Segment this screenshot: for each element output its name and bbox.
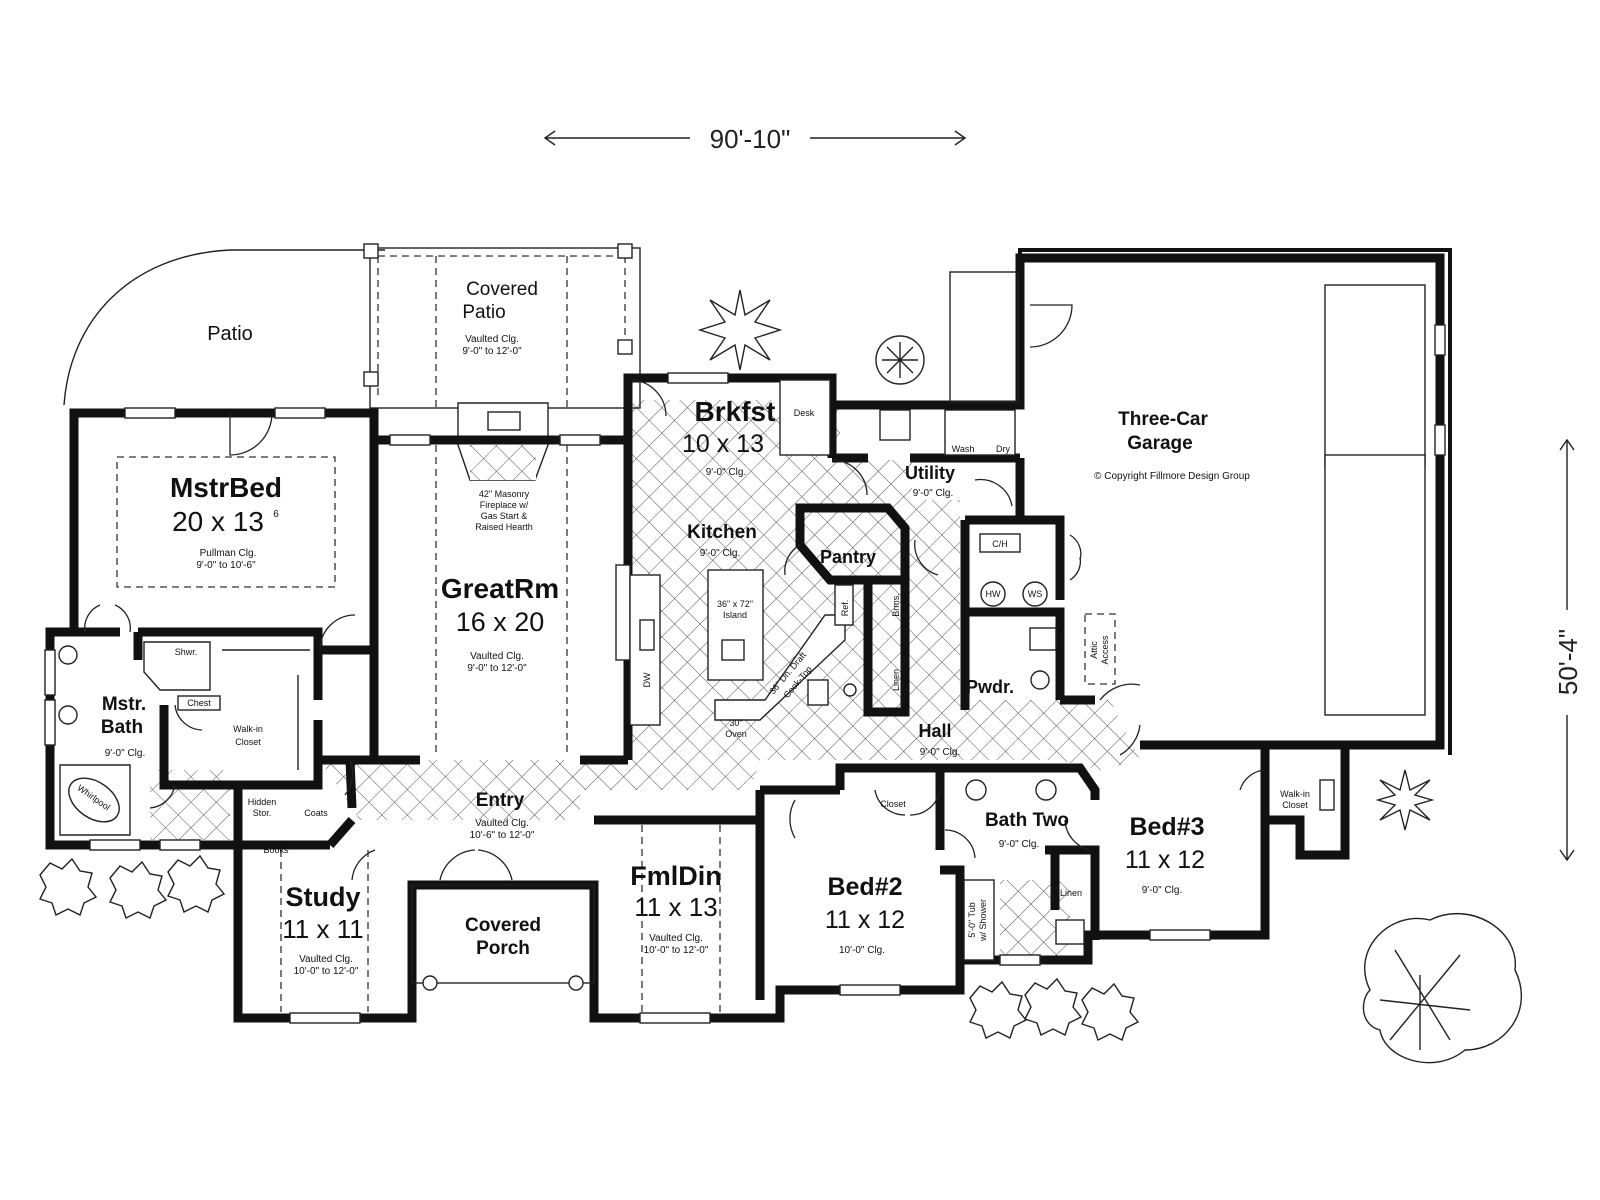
books-label: Books — [263, 845, 289, 855]
hidden-stor-1: Hidden — [248, 797, 277, 807]
fireplace-note-1: 42" Masonry — [479, 489, 530, 499]
attic-label-2: Access — [1100, 635, 1110, 665]
garage-name-2: Garage — [1127, 433, 1192, 454]
bed3-walkin-2: Closet — [1282, 800, 1308, 810]
kitchen-clg: 9'-0" Clg. — [700, 548, 740, 559]
greatrm-size: 16 x 20 — [456, 607, 545, 637]
chest-label: Chest — [187, 698, 211, 708]
shower-label: Shwr. — [175, 647, 198, 657]
fixtures — [58, 271, 1335, 961]
doors — [84, 304, 1266, 881]
ceiling-lines — [116, 445, 721, 1012]
brkfst-clg: 9'-0" Clg. — [706, 467, 746, 478]
mstrbath-clg: 9'-0" Clg. — [105, 748, 145, 759]
brooms-label: Brms. — [891, 593, 901, 617]
study-clg-1: Vaulted Clg. — [299, 954, 353, 965]
mstrbed-name: MstrBed — [170, 472, 282, 503]
greatrm-clg-1: Vaulted Clg. — [470, 651, 524, 662]
covered-porch-posts — [411, 884, 595, 991]
entry-clg-1: Vaulted Clg. — [475, 818, 529, 829]
island-size: 36" x 72" — [717, 599, 753, 609]
fmldin-name: FmlDin — [630, 861, 722, 891]
mstrbed-clg-2: 9'-0" to 10'-6" — [196, 560, 256, 571]
kitchen-name: Kitchen — [687, 522, 757, 543]
fmldin-size: 11 x 13 — [634, 892, 717, 922]
fireplace-note-3: Gas Start & — [481, 511, 528, 521]
covered-patio-note-2: 9'-0" to 12'-0" — [462, 346, 522, 357]
bed2-clg: 10'-0" Clg. — [839, 945, 885, 956]
mstrbath-name-1: Mstr. — [102, 694, 146, 715]
brkfst-name: Brkfst — [695, 396, 776, 427]
utility-dry: Dry — [996, 444, 1010, 454]
patio-label: Patio — [207, 323, 253, 345]
study-clg-2: 10'-0" to 12'-0" — [294, 966, 359, 977]
bed3-clg: 9'-0" Clg. — [1142, 885, 1182, 896]
width-dimension: 90'-10" — [543, 124, 967, 154]
utility-clg: 9'-0" Clg. — [913, 488, 953, 499]
landscaping — [39, 289, 1522, 1064]
garage-copyright: © Copyright Fillmore Design Group — [1094, 471, 1250, 482]
covered-patio-note-1: Vaulted Clg. — [465, 334, 519, 345]
mstrbed-size: 20 x 13 — [172, 506, 264, 537]
bath2-name: Bath Two — [985, 810, 1069, 831]
fmldin-clg-1: Vaulted Clg. — [649, 933, 703, 944]
fireplace-note-4: Raised Hearth — [475, 522, 533, 532]
mstrbath-name-2: Bath — [101, 717, 143, 738]
covered-porch-name-2: Porch — [476, 938, 530, 959]
bath2-tub-2: w/ Shower — [978, 899, 988, 942]
entry-name: Entry — [476, 790, 525, 811]
depth-dimension: 50'-4" — [1553, 438, 1583, 862]
bed3-name: Bed#3 — [1129, 813, 1204, 841]
oven-label-1: 30" — [729, 718, 742, 728]
attic-label-1: Attic — [1089, 641, 1099, 659]
study-name: Study — [285, 882, 360, 912]
ws-label: WS — [1028, 589, 1043, 599]
study-size: 11 x 11 — [282, 914, 363, 944]
hw-label: HW — [986, 589, 1001, 599]
coats-label: Coats — [304, 808, 328, 818]
bath2-clg: 9'-0" Clg. — [999, 839, 1039, 850]
bed3-size: 11 x 12 — [1125, 846, 1205, 874]
greatrm-name: GreatRm — [441, 573, 559, 604]
pwdr-name: Pwdr. — [966, 677, 1014, 697]
linen-label: Linen — [891, 669, 901, 691]
width-label: 90'-10" — [710, 124, 791, 154]
hidden-stor-2: Stor. — [253, 808, 272, 818]
mstrbed-size-sup: 6 — [273, 509, 279, 520]
brkfst-desk: Desk — [794, 408, 815, 418]
bed2-name: Bed#2 — [827, 873, 902, 901]
ch-label: C/H — [992, 539, 1008, 549]
bed2-closet: Closet — [880, 799, 906, 809]
ref-label: Ref. — [840, 600, 850, 617]
covered-patio-label-2: Patio — [462, 302, 505, 323]
windows — [44, 284, 1446, 1024]
utility-name: Utility — [905, 463, 955, 483]
covered-patio-label-1: Covered — [466, 279, 538, 300]
depth-label: 50'-4" — [1553, 629, 1583, 695]
covered-porch-name-1: Covered — [465, 915, 541, 936]
mstrbed-clg-1: Pullman Clg. — [200, 548, 257, 559]
walkin-master-2: Closet — [235, 737, 261, 747]
island-label: Island — [723, 610, 747, 620]
bath2-linen: Linen — [1060, 888, 1082, 898]
dishwasher-label: DW — [642, 672, 652, 687]
brkfst-size: 10 x 13 — [682, 430, 764, 458]
bed3-walkin-1: Walk-in — [1280, 789, 1310, 799]
bed2-size: 11 x 12 — [825, 906, 905, 934]
fireplace: 42" Masonry Fireplace w/ Gas Start & Rai… — [457, 402, 549, 532]
entry-clg-2: 10'-6" to 12'-0" — [470, 830, 535, 841]
pantry-name: Pantry — [820, 547, 876, 567]
fmldin-clg-2: 10'-0" to 12'-0" — [644, 945, 709, 956]
walkin-master-1: Walk-in — [233, 724, 263, 734]
hall-name: Hall — [918, 721, 951, 741]
bath2-tub-1: 5'-0" Tub — [967, 902, 977, 937]
greatrm-clg-2: 9'-0" to 12'-0" — [467, 663, 527, 674]
fireplace-note-2: Fireplace w/ — [480, 500, 529, 510]
oven-label-2: Oven — [725, 729, 747, 739]
patio-area: Patio Covered Patio Vaulted Clg. 9'-0" t… — [63, 243, 641, 410]
garage-name-1: Three-Car — [1118, 409, 1208, 430]
hall-clg: 9'-0" Clg. — [920, 747, 960, 758]
utility-wash: Wash — [952, 444, 975, 454]
